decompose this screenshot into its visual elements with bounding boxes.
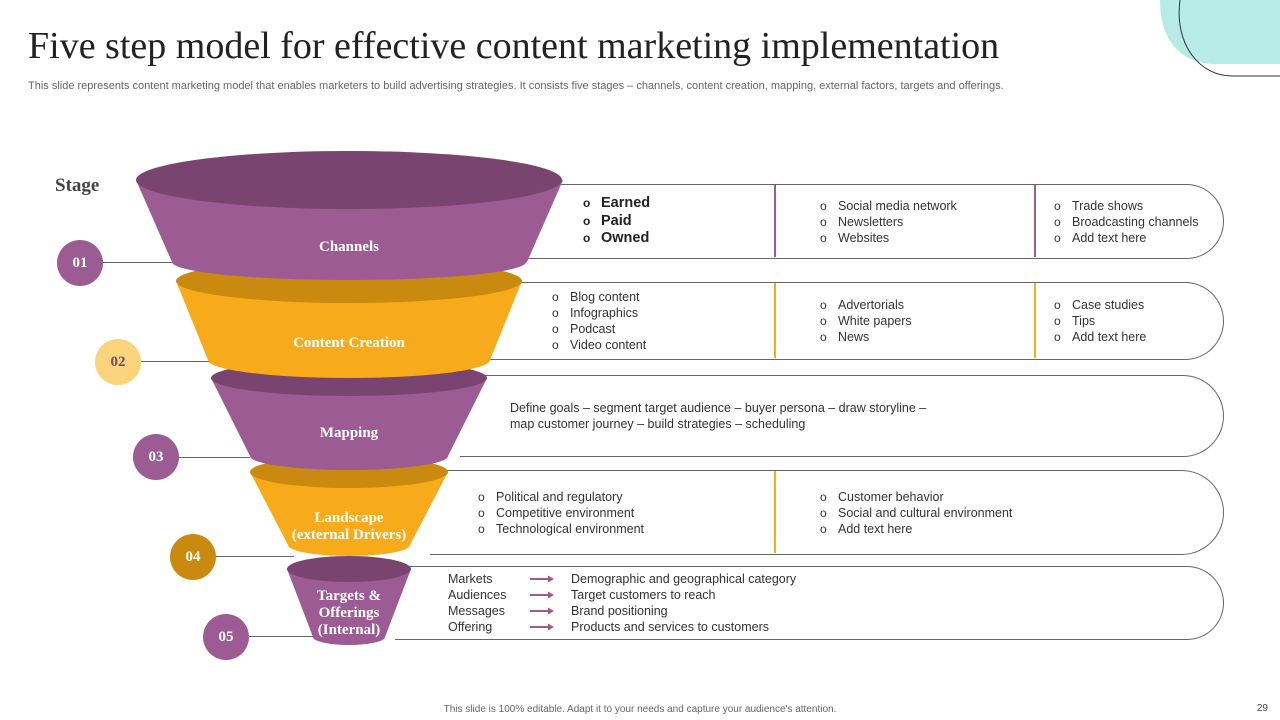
connector-line xyxy=(178,457,250,458)
row-mapping xyxy=(460,375,1224,457)
targets-list: Markets Demographic and geographical cat… xyxy=(448,571,796,635)
arrow-right-icon xyxy=(530,607,571,615)
stage-label-channels: Channels xyxy=(318,239,380,255)
stage-number-05: 05 xyxy=(203,614,249,660)
divider xyxy=(1034,283,1036,358)
page-subtitle: This slide represents content marketing … xyxy=(28,80,1004,92)
stage-label-landscape: Landscape (external Drivers) xyxy=(291,510,407,543)
footer-note: This slide is 100% editable. Adapt it to… xyxy=(443,704,837,715)
page-number: 29 xyxy=(1256,703,1268,714)
arrow-right-icon xyxy=(530,575,571,583)
stage-label-content-creation: Content Creation xyxy=(293,335,405,351)
connector-line xyxy=(101,262,181,263)
stage-heading: Stage xyxy=(55,175,100,196)
divider xyxy=(774,185,776,257)
list-item: Markets Demographic and geographical cat… xyxy=(448,572,797,586)
connector-line xyxy=(214,556,294,557)
arrow-right-icon xyxy=(530,623,571,631)
page-title: Five step model for effective content ma… xyxy=(28,25,1000,67)
corner-decoration xyxy=(1160,0,1280,77)
row-landscape xyxy=(430,470,1224,555)
row-channels xyxy=(515,184,1224,259)
row3-text: Define goals – segment target audience –… xyxy=(510,401,927,431)
arrow-right-icon xyxy=(530,591,571,599)
stage-label-mapping: Mapping xyxy=(319,425,379,441)
stage-label-targets: Targets & Offerings (Internal) xyxy=(316,588,382,638)
list-item: Audiences Target customers to reach xyxy=(448,588,716,602)
connector-line xyxy=(140,361,210,362)
stage-number-01: 01 xyxy=(57,240,103,286)
stage-number-03: 03 xyxy=(133,434,179,480)
row-content-creation xyxy=(490,282,1224,360)
stage-number-04: 04 xyxy=(170,534,216,580)
divider xyxy=(774,283,776,358)
stage-number-02: 02 xyxy=(95,339,141,385)
list-item: Offering Products and services to custom… xyxy=(448,620,769,634)
divider xyxy=(774,471,776,553)
list-item: Messages Brand positioning xyxy=(448,604,668,618)
connector-line xyxy=(248,636,318,637)
divider xyxy=(1034,185,1036,257)
